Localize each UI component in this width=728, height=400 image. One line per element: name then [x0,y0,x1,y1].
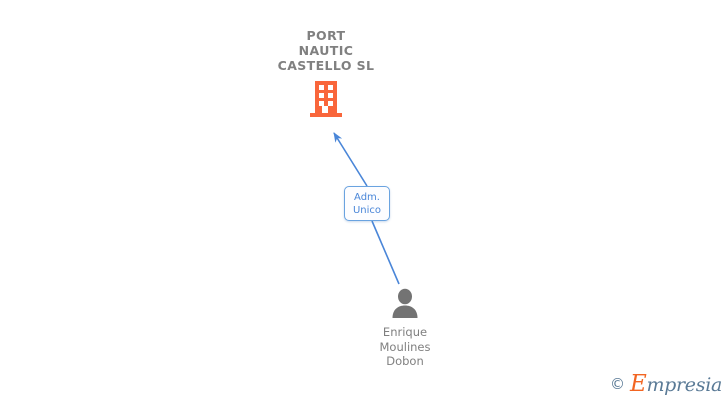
building-icon [310,81,342,117]
edge-person-to-relation [371,220,400,285]
person-icon [392,288,418,318]
company-name-label: PORT NAUTIC CASTELLO SL [277,28,375,73]
brand-wordmark: Empresia [630,373,722,396]
person-icon-wrapper [345,285,465,319]
person-node[interactable]: Enrique Moulines Dobon [345,285,465,369]
empresia-logo[interactable]: © Empresia [610,373,722,396]
relation-label-box[interactable]: Adm. Unico [344,186,390,221]
relation-label-line-1: Adm. [354,191,380,203]
company-icon-wrapper [240,79,412,121]
brand-initial-letter: E [629,371,647,397]
person-name-label: Enrique Moulines Dobon [379,325,431,368]
edge-relation-to-company [333,132,368,187]
copyright-icon: © [609,375,625,393]
brand-rest-letters: mpresia [646,374,722,396]
relation-label-line-2: Unico [352,204,382,216]
company-node[interactable]: PORT NAUTIC CASTELLO SL [240,28,412,121]
